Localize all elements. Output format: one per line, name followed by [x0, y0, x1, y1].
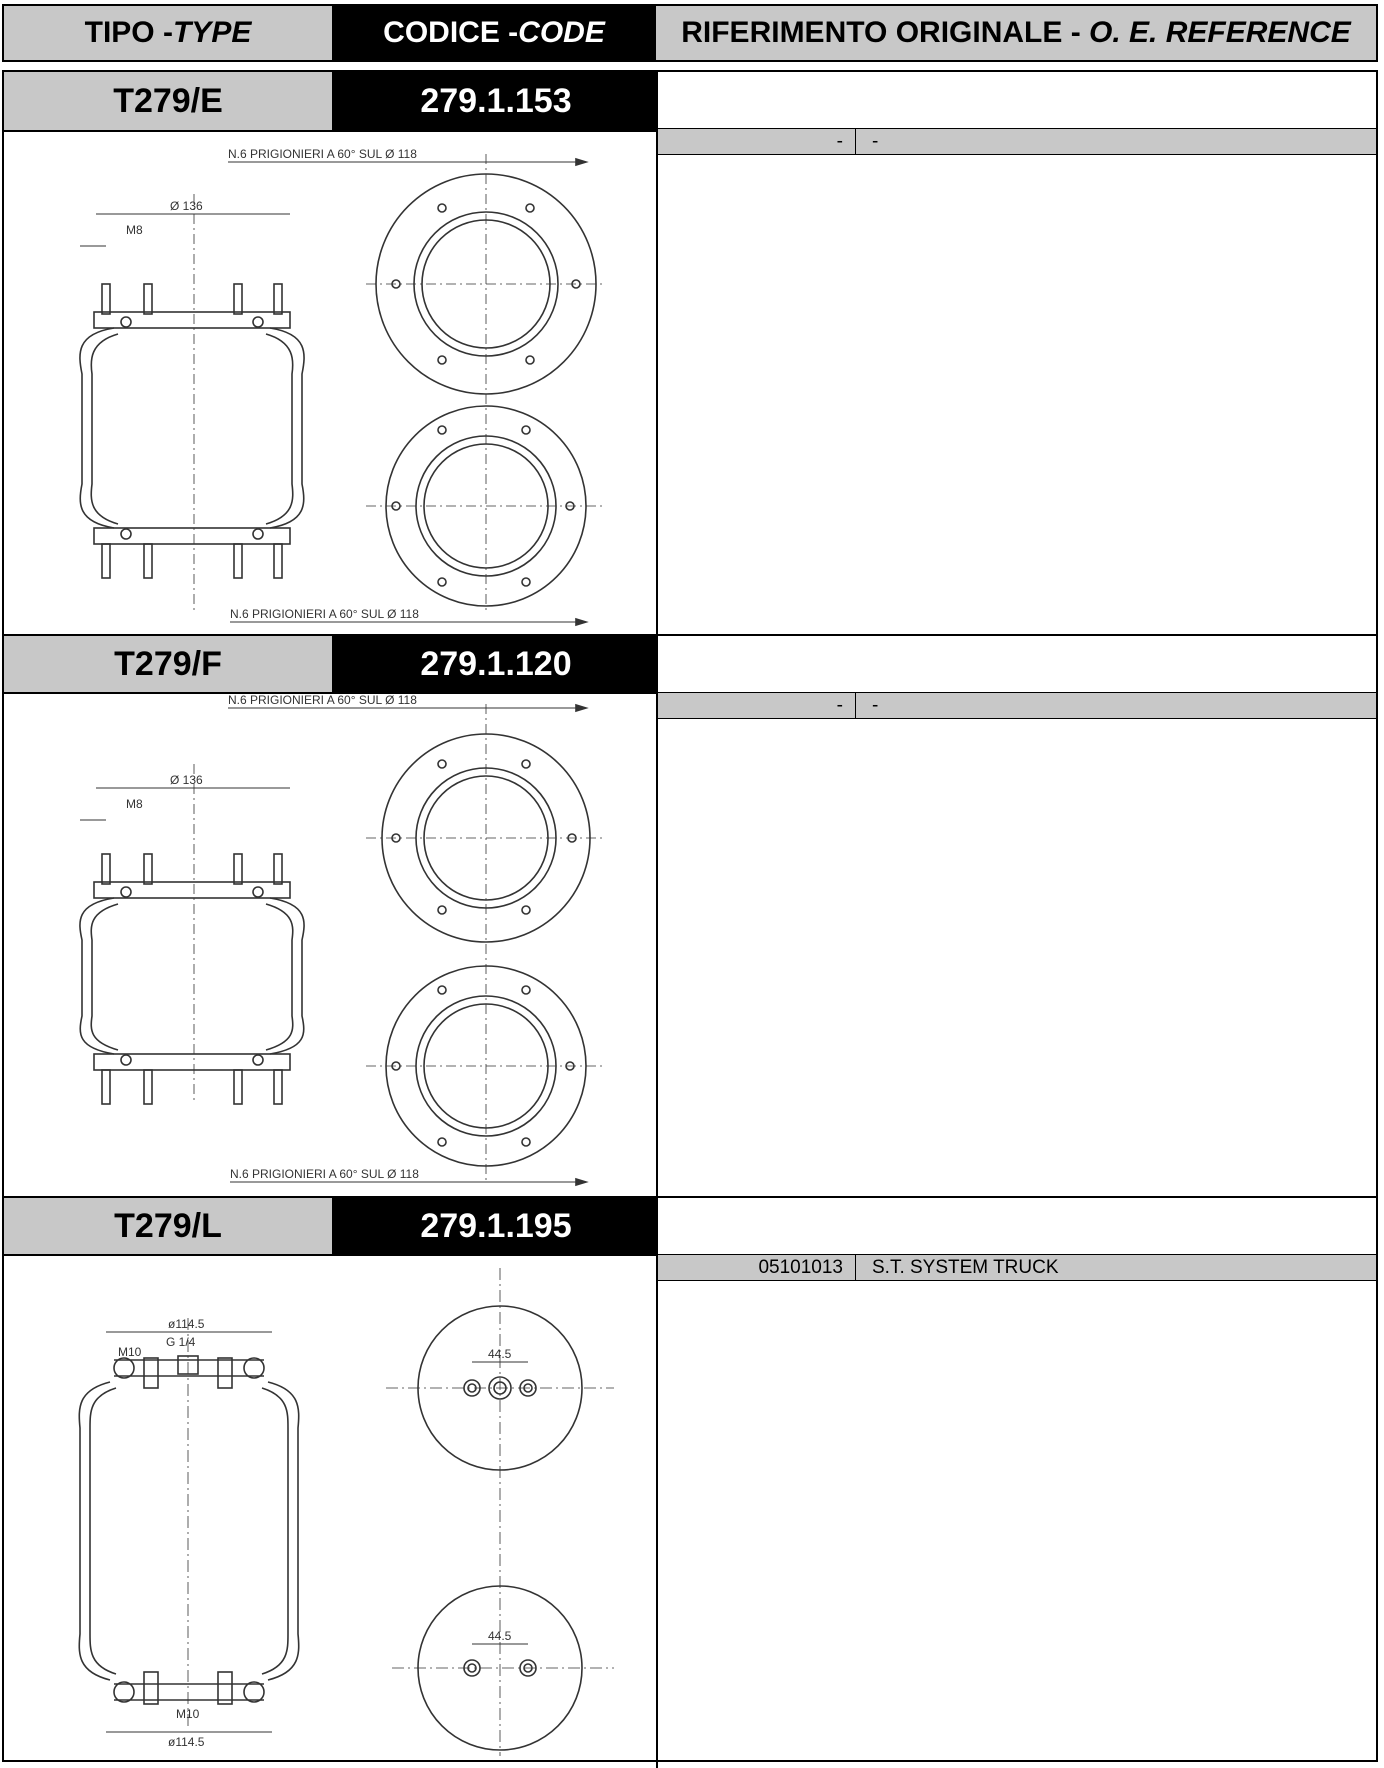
top-plate-view: [366, 704, 606, 1184]
reference-manufacturer: S.T. SYSTEM TRUCK: [872, 1256, 1059, 1278]
header-codice-label: CODICE -: [383, 16, 519, 49]
product-type: T279/L: [4, 1198, 334, 1256]
top-plate-view: [366, 154, 606, 614]
diameter-label: Ø 136: [170, 773, 203, 787]
port-label: G 1/4: [166, 1335, 196, 1349]
product-code: 279.1.153: [334, 72, 658, 132]
header-tipo-label: TIPO -: [84, 16, 173, 49]
top-plate-view: 44.5: [386, 1305, 614, 1471]
column-divider: [656, 72, 658, 634]
reference-code: -: [658, 693, 856, 718]
header-type: TIPO - TYPE: [2, 4, 334, 62]
mounting-note-top: N.6 PRIGIONIERI A 60° SUL Ø 118: [228, 694, 417, 707]
product-block: T279/L 279.1.195 05101013 S.T. SYSTEM TR…: [2, 1196, 1378, 1768]
header-code: CODICE - CODE: [332, 4, 656, 62]
column-divider: [656, 1198, 658, 1768]
reference-manufacturer: -: [872, 130, 879, 152]
bellows-side-view: [79, 853, 305, 1105]
reference-manufacturer: -: [872, 694, 879, 716]
header-rif-label: RIFERIMENTO ORIGINALE -: [681, 16, 1081, 49]
bottom-plate-view: [366, 965, 606, 1167]
spacing-bottom-label: 44.5: [488, 1629, 512, 1643]
diameter-bottom-label: ø114.5: [168, 1735, 205, 1749]
technical-drawing: N.6 PRIGIONIERI A 60° SUL Ø 118 Ø 136 M8: [79, 147, 606, 627]
thread-label: M8: [126, 797, 143, 811]
bellows-side-view: [79, 283, 305, 579]
bottom-plate-view: [366, 405, 606, 607]
product-block: T279/F 279.1.120 - - N.6 PRIGIONIERI A 6…: [2, 634, 1378, 1198]
reference-code: -: [658, 129, 856, 154]
mounting-note-bottom: N.6 PRIGIONIERI A 60° SUL Ø 118: [230, 607, 419, 621]
bellows-side-view: [78, 1355, 300, 1705]
reference-row: 05101013 S.T. SYSTEM TRUCK: [658, 1254, 1376, 1281]
product-block: T279/E 279.1.153 - - N.6 PRIGIONIERI A 6…: [2, 70, 1378, 636]
diameter-label: Ø 136: [170, 199, 203, 213]
reference-code: 05101013: [658, 1255, 856, 1280]
reference-row: - -: [658, 692, 1376, 719]
column-divider: [656, 636, 658, 1196]
product-type: T279/E: [4, 72, 334, 132]
technical-drawing: ø114.5 M10 G 1/4 M10 ø114.5: [78, 1268, 614, 1756]
header-oe-label: O. E. REFERENCE: [1089, 16, 1351, 49]
thread-label: M8: [126, 223, 143, 237]
spacing-top-label: 44.5: [488, 1347, 512, 1361]
reference-list: 05101013 S.T. SYSTEM TRUCK: [658, 1254, 1376, 1284]
product-code: 279.1.195: [334, 1198, 658, 1256]
mounting-note-top: N.6 PRIGIONIERI A 60° SUL Ø 118: [228, 147, 417, 161]
diameter-top-label: ø114.5: [168, 1317, 205, 1331]
technical-drawing: N.6 PRIGIONIERI A 60° SUL Ø 118 Ø 136 M8: [79, 694, 606, 1187]
header-reference: RIFERIMENTO ORIGINALE - O. E. REFERENCE: [654, 4, 1378, 62]
reference-list: - -: [658, 128, 1376, 158]
product-code: 279.1.120: [334, 636, 658, 694]
header-code-label: CODE: [518, 16, 605, 49]
reference-list: - -: [658, 692, 1376, 722]
header-type-label: TYPE: [172, 16, 252, 49]
bottom-plate-view: 44.5: [392, 1585, 614, 1751]
product-type: T279/F: [4, 636, 334, 694]
thread-bottom-label: M10: [176, 1707, 200, 1721]
thread-top-label: M10: [118, 1345, 142, 1359]
mounting-note-bottom: N.6 PRIGIONIERI A 60° SUL Ø 118: [230, 1167, 419, 1181]
reference-row: - -: [658, 128, 1376, 155]
